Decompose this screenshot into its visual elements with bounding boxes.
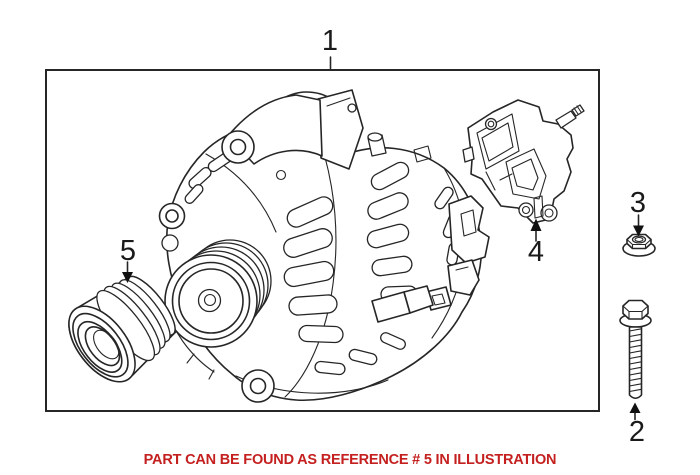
- callout-4-arrow: [530, 218, 542, 242]
- callout-label-3: 3: [629, 187, 647, 219]
- callout-label-1: 1: [321, 25, 339, 57]
- bolt-illustration: [619, 299, 652, 400]
- pulley-illustration: [68, 275, 176, 383]
- alternator-pulley: [164, 239, 272, 348]
- mounting-ear-left: [158, 202, 186, 252]
- mounting-boss-top: [221, 130, 255, 164]
- callout-label-4: 4: [527, 236, 545, 268]
- terminal-block: [371, 285, 434, 323]
- rear-bracket: [425, 195, 490, 311]
- callout-label-2: 2: [628, 416, 646, 448]
- callout-2-arrow: [629, 402, 641, 421]
- rear-post: [367, 132, 432, 163]
- nut-illustration: [622, 233, 656, 257]
- bracket-arm: [227, 89, 364, 170]
- callout-3-arrow: [633, 214, 644, 237]
- terminal-stud: [555, 104, 585, 129]
- bolt-threads: [628, 328, 643, 393]
- alternator-illustration: [158, 89, 490, 403]
- callout-5-arrow: [122, 261, 133, 283]
- reference-note: PART CAN BE FOUND AS REFERENCE # 5 IN IL…: [143, 452, 557, 468]
- callout-label-5: 5: [119, 235, 137, 267]
- regulator-illustration: [462, 99, 585, 224]
- mounting-lug-bottom: [241, 369, 275, 403]
